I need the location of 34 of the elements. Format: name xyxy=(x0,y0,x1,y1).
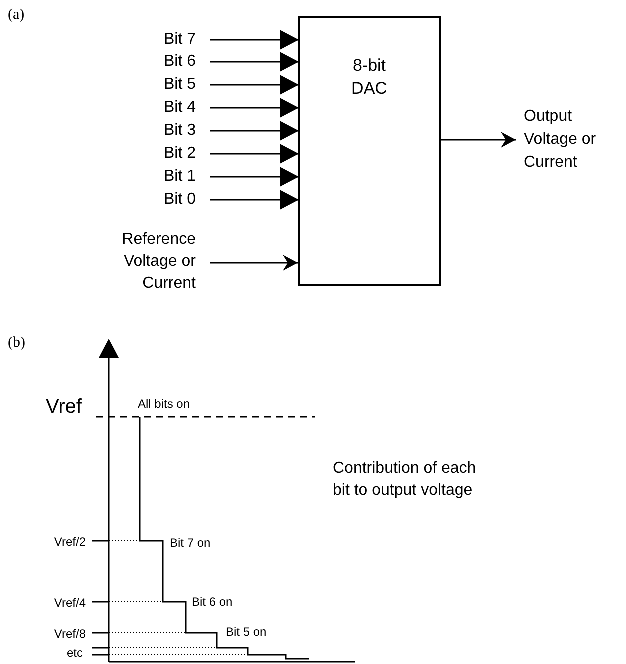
dac-block xyxy=(298,16,441,286)
axis-label: Vref xyxy=(46,395,83,420)
arrow xyxy=(210,167,299,187)
bit-label: Bit 7 xyxy=(162,30,196,50)
arrow xyxy=(441,132,516,148)
bit-label: Bit 0 xyxy=(162,190,196,210)
axis-tick-label: Vref/4 xyxy=(53,595,86,612)
axis-tick-label: Vref/2 xyxy=(53,534,86,551)
step-annotation: Bit 5 on xyxy=(226,624,268,641)
axis-tick-label: Vref/8 xyxy=(53,626,86,643)
axis-tick-label: etc xyxy=(66,646,83,660)
bit-label: Bit 3 xyxy=(162,121,196,141)
input-label: Reference Voltage or Current xyxy=(121,230,196,294)
step-annotation: Bit 7 on xyxy=(170,535,212,552)
panel-label: (b) xyxy=(8,334,26,353)
bit-label: Bit 5 xyxy=(162,75,196,95)
arrow xyxy=(210,255,298,271)
arrow xyxy=(210,121,299,141)
panel-label: (a) xyxy=(8,6,26,25)
arrow xyxy=(210,144,299,164)
bit-label: Bit 2 xyxy=(162,144,196,164)
bit-label: Bit 6 xyxy=(162,52,196,72)
arrow xyxy=(210,190,299,210)
bit-label: Bit 4 xyxy=(162,98,196,118)
graph-note: Contribution of each bit to output voltage xyxy=(333,459,478,501)
arrow xyxy=(210,52,299,72)
graph-annotation: All bits on xyxy=(138,396,192,413)
step-annotation: Bit 6 on xyxy=(192,594,234,611)
arrow xyxy=(210,30,299,50)
bit-label: Bit 1 xyxy=(162,167,196,187)
arrow xyxy=(210,98,299,118)
arrow xyxy=(210,75,299,95)
output-label: Output Voltage or Current xyxy=(524,107,598,173)
block-title: 8-bit DAC xyxy=(350,55,388,100)
